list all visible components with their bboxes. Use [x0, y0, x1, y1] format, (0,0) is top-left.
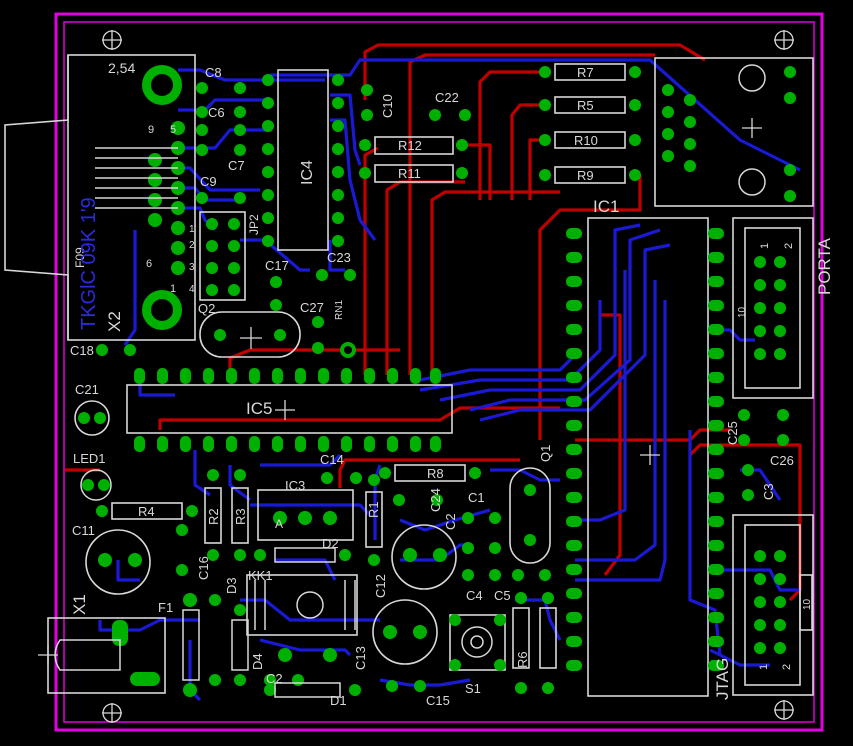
label-d1: D1: [330, 693, 347, 708]
label-c25: C25: [725, 421, 740, 445]
label-r10: R10: [574, 133, 598, 148]
label-jtag-pin-2: 2: [781, 664, 793, 670]
label-r5: R5: [577, 98, 594, 113]
mounting-holes: [102, 30, 794, 723]
label-c4: C4: [466, 588, 483, 603]
label-c14: C14: [320, 452, 344, 467]
label-c2: C2: [443, 513, 458, 530]
label-pin-6: 6: [146, 258, 152, 270]
board-outline: [54, 12, 824, 732]
label-rn1: RN1: [334, 300, 345, 320]
mounting-hole-bottom-right: [774, 700, 794, 720]
label-ic5: IC5: [246, 399, 272, 418]
label-r11: R11: [398, 166, 421, 181]
label-c11: C11: [72, 523, 95, 538]
label-jp2: JP2: [247, 214, 261, 235]
label-led1: LED1: [73, 451, 106, 466]
label-c6: C6: [208, 105, 225, 120]
pad-holes: [151, 74, 352, 354]
label-s1: S1: [465, 681, 481, 696]
label-jp2-pin-1: 1: [189, 224, 195, 235]
label-c7: C7: [228, 158, 245, 173]
silkscreen-labels: 2,54 X2 F09 TKGlC 09K 1'9 9 5 6 1 C8 C6 …: [70, 60, 834, 708]
component-bodies: [54, 64, 766, 698]
origin-crosses: [38, 118, 762, 665]
label-q1: Q1: [538, 445, 553, 462]
label-jtag-pin-10: 10: [802, 598, 813, 610]
label-d3: D3: [224, 577, 239, 594]
label-c8: C8: [205, 65, 222, 80]
label-porta: PORTA: [815, 237, 834, 295]
label-r4: R4: [138, 504, 155, 519]
label-c12: C12: [373, 574, 388, 598]
label-d2: D2: [322, 536, 339, 551]
label-c22: C22: [435, 90, 459, 105]
label-c1: C1: [468, 490, 485, 505]
label-r2: R2: [206, 508, 221, 525]
label-c5: C5: [494, 588, 511, 603]
label-c9: C9: [200, 174, 217, 189]
mounting-hole-top-left: [102, 30, 122, 50]
label-connector-pitch: 2,54: [108, 60, 135, 76]
mounting-hole-top-right: [774, 30, 794, 50]
label-r3: R3: [233, 508, 248, 525]
label-pin-5: 5: [170, 124, 176, 136]
label-jp2-pin-3: 3: [189, 262, 195, 273]
label-c10: C10: [380, 94, 395, 118]
label-porta-pin-2: 2: [783, 243, 795, 249]
label-jtag-pin-1: 1: [758, 664, 770, 670]
label-porta-pin-10: 10: [737, 306, 748, 318]
label-c26: C26: [770, 453, 794, 468]
label-d4: D4: [250, 653, 265, 670]
label-c21: C21: [75, 382, 99, 397]
label-ic3-pin-a: A: [275, 517, 283, 531]
label-r6: R6: [515, 651, 530, 668]
label-ic3: IC3: [285, 478, 305, 493]
label-pin-1: 1: [170, 283, 176, 295]
label-jp2-pin-4: 4: [189, 284, 195, 295]
label-jp2-pin-2: 2: [189, 240, 195, 251]
label-r7: R7: [577, 65, 594, 80]
label-c3: C3: [761, 483, 776, 500]
label-c18: C18: [70, 343, 94, 358]
label-r8: R8: [427, 466, 444, 481]
pads: [78, 65, 796, 697]
label-kk1: KK1: [248, 568, 273, 583]
label-ic4: IC4: [299, 160, 316, 185]
mounting-hole-bottom-left: [102, 703, 122, 723]
label-ic1: IC1: [593, 197, 619, 216]
label-r12: R12: [398, 138, 422, 153]
label-r1: R1: [366, 501, 381, 518]
label-jtag: JTAG: [713, 658, 732, 700]
label-r9: R9: [577, 168, 594, 183]
label-c2-bottom: C2: [266, 671, 283, 686]
label-q2: Q2: [198, 301, 215, 316]
label-x1: X1: [70, 594, 89, 615]
silkscreen-outlines: [4, 54, 814, 697]
label-x2: X2: [105, 311, 124, 332]
label-c16: C16: [196, 556, 211, 580]
label-porta-pin-1: 1: [759, 243, 771, 249]
label-c24: C24: [428, 488, 443, 512]
label-c13: C13: [353, 646, 368, 670]
label-c15: C15: [426, 693, 450, 708]
label-c27: C27: [300, 300, 324, 315]
label-x2-code: F09: [73, 247, 87, 268]
label-pin-9: 9: [148, 124, 154, 136]
label-c17: C17: [265, 258, 289, 273]
label-f1: F1: [158, 600, 173, 615]
label-c23: C23: [327, 250, 351, 265]
label-mirrored: TKGlC 09K 1'9: [78, 197, 100, 330]
